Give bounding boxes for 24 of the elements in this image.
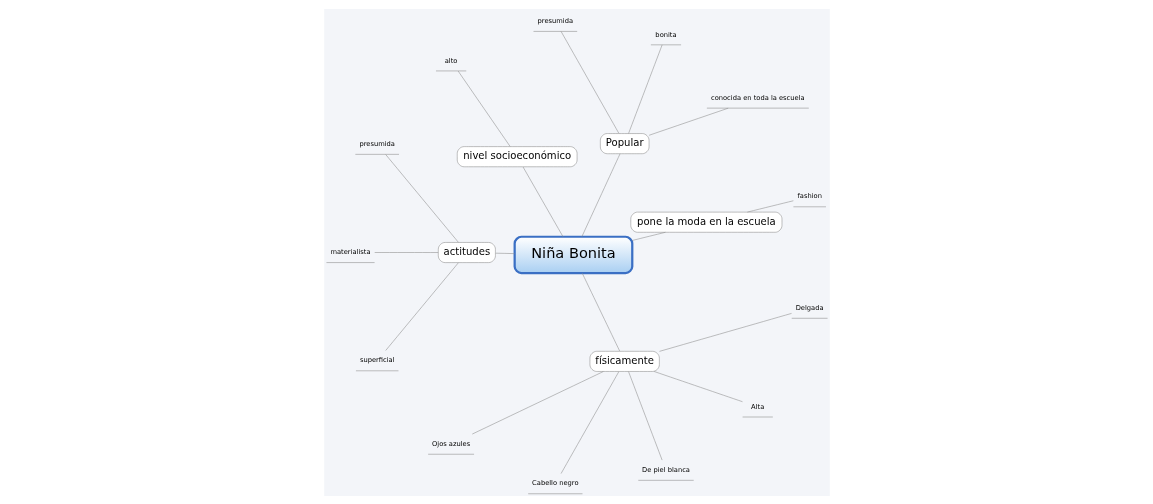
connector [384,261,459,351]
connector [631,231,666,241]
connector [653,370,743,402]
connector [560,370,619,474]
connector [373,251,439,253]
connector [384,153,459,243]
connector [494,252,515,254]
connector [471,370,604,434]
node-box: físicamente [589,350,660,372]
connector [560,30,619,134]
connector [581,272,620,351]
connector [581,153,620,237]
node-box: nivel socioeconómico [456,145,577,167]
connector [457,70,510,147]
connector [522,166,563,237]
node-box: Niña Bonita [513,235,633,274]
connector [627,44,662,134]
node-box: Popular [599,132,649,154]
connector [746,199,794,212]
node-box: actitudes [437,241,496,263]
connector [658,312,792,352]
connector [627,370,662,460]
node-box: pone la moda en la escuela [630,211,782,233]
connector [648,107,728,136]
